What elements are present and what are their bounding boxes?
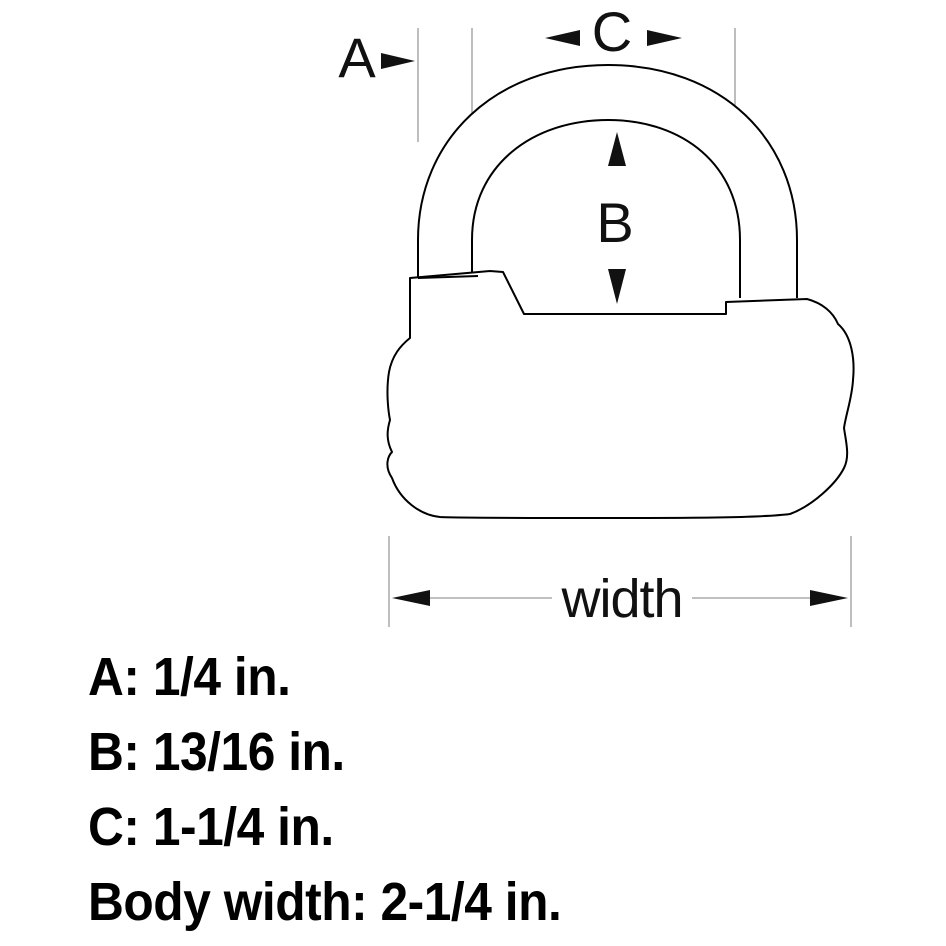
spec-line-b: B: 13/16 in. — [88, 722, 345, 782]
dimension-label-a: A — [338, 26, 376, 89]
dimension-label-b: B — [596, 191, 633, 254]
specification-list: A: 1/4 in. B: 13/16 in. C: 1-1/4 in. Bod… — [88, 640, 928, 940]
arrow-b-up-icon — [608, 132, 626, 166]
arrow-c-right-icon — [647, 30, 682, 46]
dimension-label-c: C — [592, 0, 632, 63]
arrow-c-left-icon — [545, 30, 580, 46]
padlock-body — [386, 270, 855, 519]
padlock-shackle — [417, 64, 798, 298]
arrow-b-down-icon — [608, 269, 626, 304]
shackle-inner-curve — [471, 119, 741, 298]
body-outline — [386, 270, 855, 519]
arrow-width-left-icon — [392, 590, 430, 606]
spec-line-a: A: 1/4 in. — [88, 647, 291, 707]
arrow-width-right-icon — [810, 590, 848, 606]
body-upper-left-ridge — [417, 275, 479, 279]
spec-line-body-width: Body width: 2-1/4 in. — [88, 872, 562, 932]
dimension-arrows — [381, 30, 848, 606]
spec-line-c: C: 1-1/4 in. — [88, 797, 334, 857]
padlock-dimension-diagram: A C B width — [338, 0, 855, 629]
dimension-label-width: width — [560, 569, 682, 629]
arrow-a-pointer-icon — [381, 53, 415, 69]
